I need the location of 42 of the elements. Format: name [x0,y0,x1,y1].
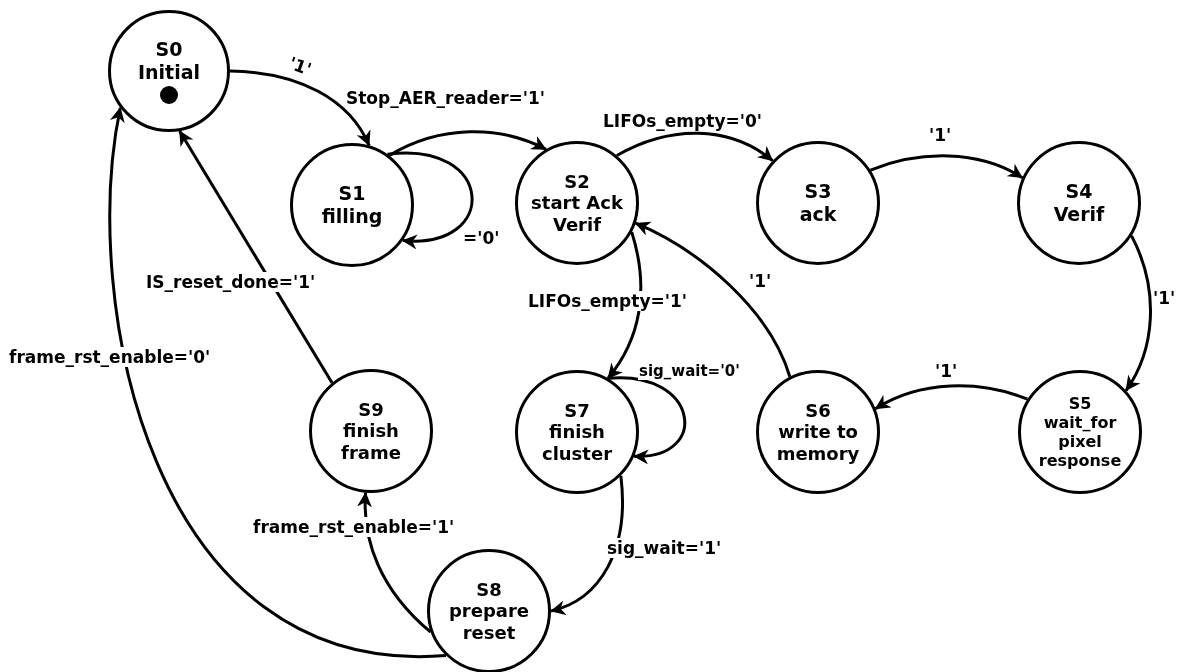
state-id: S3 [804,180,832,203]
state-id: S2 [564,170,590,193]
transition-arrow [388,130,547,157]
state-name: Initial [137,60,200,84]
transition-arrow [634,221,792,378]
state-name: wait_for pixel response [1037,412,1123,471]
state-id: S1 [338,182,366,205]
state-name: finish cluster [540,421,614,465]
transition-arrow [870,154,1024,180]
state-name: Verif [1053,203,1105,226]
state-id: S6 [805,399,831,422]
state-name: start Ack Verif [530,192,624,236]
edge-label: frame_rst_enable='0' [8,347,212,368]
transition-arrow [1124,235,1152,392]
state-name: filling [321,205,383,228]
transition-arrow [178,130,334,384]
transition-arrow [108,106,446,658]
state-name: prepare reset [447,600,531,644]
transition-arrow [550,475,624,615]
state-id: S0 [155,37,183,61]
edge-label: sig_wait='1' [606,538,723,559]
state-name: ack [799,203,837,226]
edge-label: IS_reset_done='1' [145,272,317,293]
transition-arrow [874,384,1028,411]
transition-arrow [387,151,474,249]
edge-label: Stop_AER_reader='1' [345,88,547,109]
state-id: S4 [1065,180,1093,203]
state-id: S5 [1068,393,1092,413]
transition-arrow [229,69,371,147]
state-id: S9 [358,398,384,421]
transition-arrow [606,231,643,380]
edge-label: LIFOs_empty='0' [602,111,763,132]
edge-label: sig_wait='0' [638,362,741,380]
transition-arrow [357,492,432,634]
transition-arrow [608,376,686,463]
state-name: finish frame [340,420,402,464]
state-id: S7 [564,399,590,422]
edge-label: frame_rst_enable='1' [252,517,456,538]
edge-label: LIFOs_empty='1' [527,291,688,312]
state-name: write to memory [775,421,861,465]
transition-arrow [616,131,774,162]
state-id: S8 [476,578,502,601]
